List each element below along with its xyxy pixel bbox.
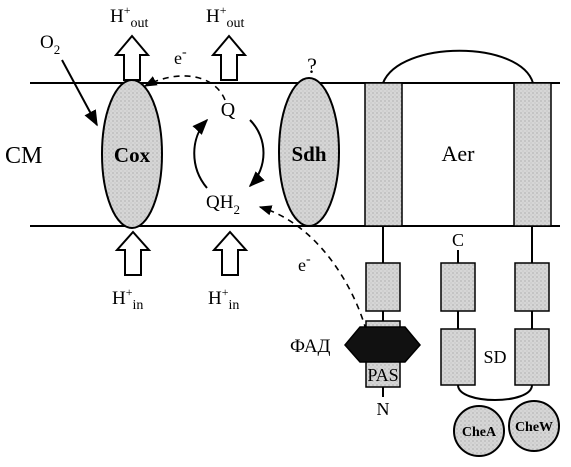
sd-box-middle bbox=[440, 328, 476, 386]
sd-label: SD bbox=[483, 347, 506, 367]
h-in-label-2: H+in bbox=[208, 285, 239, 313]
aer-tm-helix-2 bbox=[513, 82, 552, 227]
chew-label: CheW bbox=[515, 420, 553, 435]
c-terminus-label: C bbox=[452, 230, 464, 250]
sd-box-right bbox=[514, 328, 550, 386]
aer-hamp-right-box bbox=[514, 262, 550, 312]
o2-label: O2 bbox=[40, 32, 60, 57]
aer-periplasmic-loop bbox=[382, 49, 534, 84]
fad-cofactor-shape bbox=[344, 326, 421, 363]
pas-label: PAS bbox=[367, 365, 398, 385]
h-out-arrow-2 bbox=[210, 34, 248, 81]
sd-loop bbox=[457, 384, 533, 401]
electron-q-to-cox bbox=[143, 75, 226, 101]
aer-hamp-left-box bbox=[365, 262, 401, 312]
cm-label: CM bbox=[5, 143, 42, 169]
fad-label: ФАД bbox=[290, 336, 331, 357]
h-in-label-1: H+in bbox=[112, 285, 143, 313]
aer-label: Aer bbox=[442, 141, 476, 166]
chea-label: CheA bbox=[462, 425, 497, 440]
q-to-qh2-arrow bbox=[248, 119, 265, 188]
chew-circle bbox=[508, 400, 560, 452]
sdh-oval bbox=[278, 77, 340, 227]
question-mark: ? bbox=[307, 53, 317, 78]
aer-tm-helix-1 bbox=[364, 82, 403, 227]
electron-fad-to-qh2 bbox=[258, 205, 367, 331]
qh2-label: QH2 bbox=[206, 192, 240, 217]
h-in-arrow-2 bbox=[211, 230, 249, 276]
h-out-arrow-1 bbox=[113, 34, 151, 81]
e-top-label: e- bbox=[174, 45, 187, 68]
cox-label: Cox bbox=[114, 143, 151, 167]
h-out-label-1: H+out bbox=[110, 3, 149, 31]
sdh-label: Sdh bbox=[291, 142, 326, 166]
h-out-label-2: H+out bbox=[206, 3, 245, 31]
n-terminus-label: N bbox=[377, 399, 390, 419]
chea-circle bbox=[453, 405, 505, 457]
o2-arrow bbox=[61, 59, 98, 127]
h-in-arrow-1 bbox=[114, 230, 152, 276]
aer-signal-box-middle-top bbox=[440, 262, 476, 312]
e-bottom-label: e- bbox=[298, 252, 311, 275]
q-label: Q bbox=[221, 99, 236, 121]
qh2-to-q-arrow bbox=[192, 118, 209, 189]
